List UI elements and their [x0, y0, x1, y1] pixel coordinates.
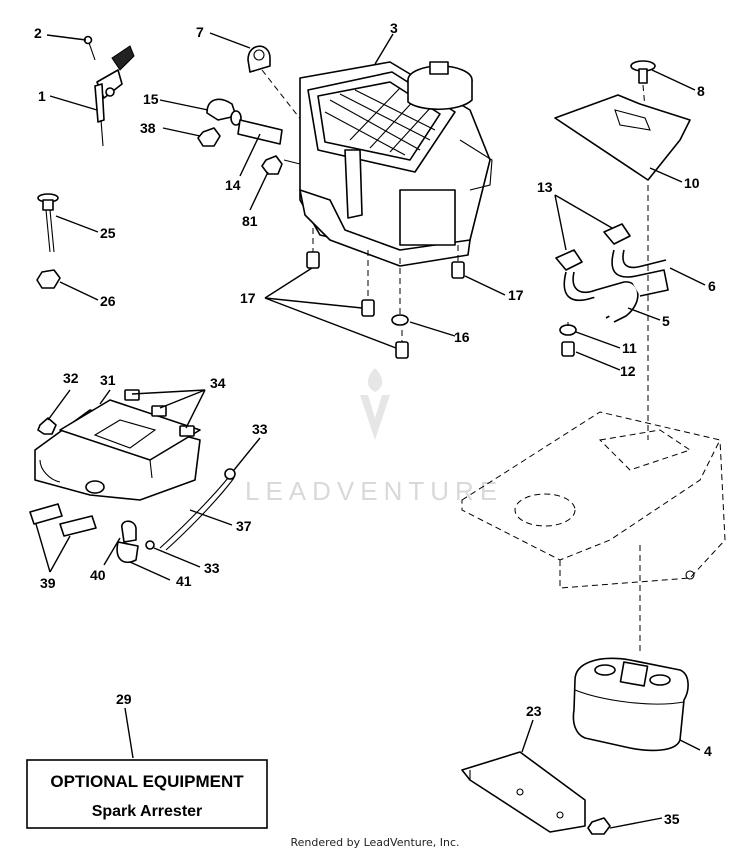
- callout-1: 1: [38, 88, 46, 104]
- callout-31: 31: [100, 372, 116, 388]
- callout-6: 6: [708, 278, 716, 294]
- muffler-part: [572, 657, 689, 752]
- callout-34: 34: [210, 375, 226, 391]
- callout-29: 29: [116, 691, 132, 707]
- watermark-brand-text: LEADVENTURE: [245, 476, 503, 506]
- callout-39: 39: [40, 575, 56, 591]
- callout-12: 12: [620, 363, 636, 379]
- callout-35: 35: [664, 811, 680, 827]
- throttle-control-assembly: [83, 35, 135, 147]
- callout-10: 10: [684, 175, 700, 191]
- leadventure-watermark: LEADVENTURE: [245, 368, 503, 506]
- bolt-and-nut: [36, 193, 61, 289]
- callout-33-top: 33: [252, 421, 268, 437]
- callout-17-left: 17: [240, 290, 256, 306]
- callout-32: 32: [63, 370, 79, 386]
- callout-13: 13: [537, 179, 553, 195]
- callout-41: 41: [176, 573, 192, 589]
- callout-7: 7: [196, 24, 204, 40]
- callout-26: 26: [100, 293, 116, 309]
- callout-37: 37: [236, 518, 252, 534]
- heat-shield-part: [461, 751, 611, 835]
- callout-labels: 2 1 7 3 15 38 14 81 8 10 13 6 5 11 12 17…: [34, 20, 716, 827]
- callout-33-bottom: 33: [204, 560, 220, 576]
- exhaust-pipe-group: [555, 223, 669, 357]
- callout-40: 40: [90, 567, 106, 583]
- knob-and-shield: [554, 60, 691, 181]
- callout-81: 81: [242, 213, 258, 229]
- callout-14: 14: [225, 177, 241, 193]
- callout-5: 5: [662, 313, 670, 329]
- callout-15: 15: [143, 91, 159, 107]
- callout-4: 4: [704, 743, 712, 759]
- callout-25: 25: [100, 225, 116, 241]
- leader-lines: [35, 32, 706, 829]
- callout-3: 3: [390, 20, 398, 36]
- fuel-tank-assembly: [29, 389, 236, 564]
- callout-16: 16: [454, 329, 470, 345]
- callout-2: 2: [34, 25, 42, 41]
- engine-grille: [324, 87, 436, 156]
- engine-part: [299, 61, 493, 267]
- optional-equipment-box: OPTIONAL EQUIPMENT Spark Arrester: [26, 759, 268, 829]
- fuel-fitting-group: [197, 98, 301, 175]
- footer-credit: Rendered by LeadVenture, Inc.: [290, 836, 460, 849]
- engine-mount-hardware: [306, 228, 465, 359]
- callout-17-right: 17: [508, 287, 524, 303]
- callout-38: 38: [140, 120, 156, 136]
- callout-8: 8: [697, 83, 705, 99]
- optional-box-subtitle: Spark Arrester: [92, 803, 203, 820]
- clamp-part: [247, 45, 306, 126]
- callout-11: 11: [622, 340, 637, 356]
- optional-box-title: OPTIONAL EQUIPMENT: [50, 772, 244, 791]
- chassis-frame: [461, 185, 726, 655]
- callout-23: 23: [526, 703, 542, 719]
